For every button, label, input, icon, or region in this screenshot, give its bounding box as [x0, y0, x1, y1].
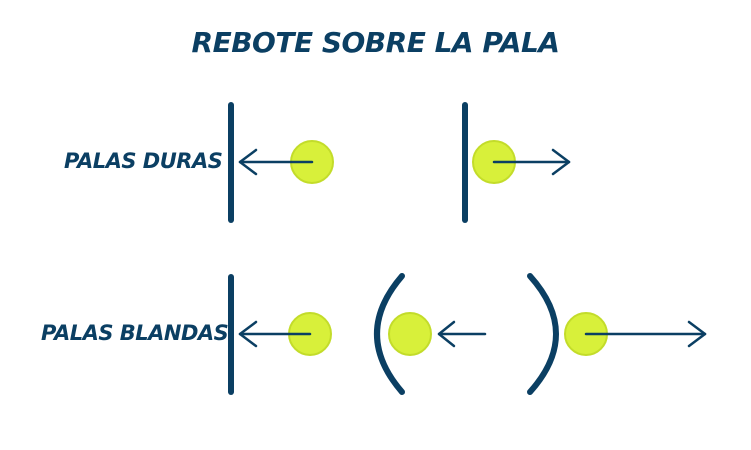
paddle-curved-icon	[374, 273, 405, 395]
soft-paddle-scene-2	[374, 273, 487, 395]
soft-paddle-scene-1	[228, 274, 332, 395]
paddle-curved-icon	[527, 273, 559, 395]
diagram-title: REBOTE SOBRE LA PALA	[191, 26, 560, 59]
arrow-icon	[238, 148, 314, 176]
ball-icon	[388, 312, 432, 356]
arrow-icon	[238, 320, 312, 348]
soft-paddle-scene-3	[527, 273, 707, 395]
arrow-icon	[492, 148, 571, 176]
hard-paddle-scene-1	[228, 102, 334, 223]
hard-paddle-scene-2	[462, 102, 571, 223]
arrow-icon	[584, 320, 707, 348]
arrow-icon	[437, 320, 487, 348]
row-label-hard-paddles: PALAS DURAS	[64, 149, 223, 173]
row-label-soft-paddles: PALAS BLANDAS	[41, 321, 229, 345]
